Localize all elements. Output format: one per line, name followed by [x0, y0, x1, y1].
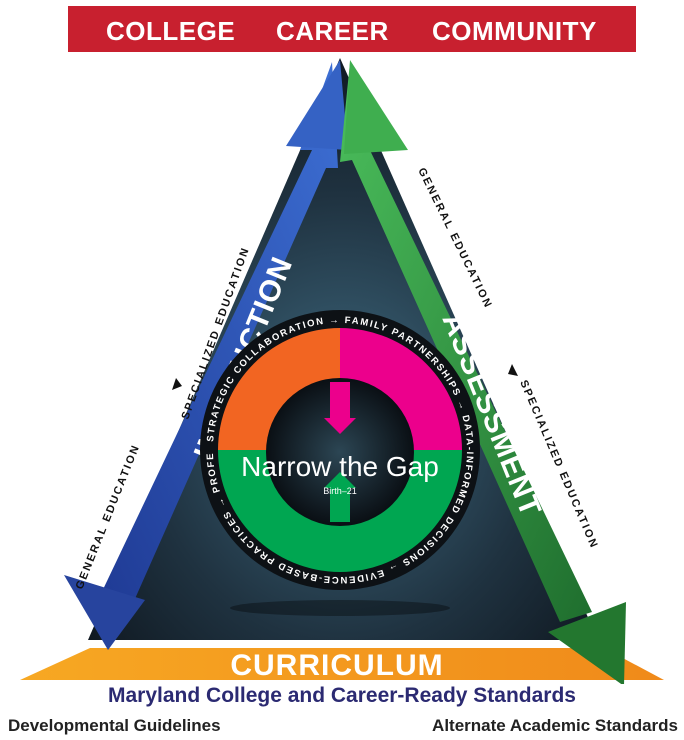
right-path-arrow-icon	[508, 364, 518, 376]
top-banner: COLLEGE CAREER COMMUNITY	[68, 6, 636, 52]
standards-title: Maryland College and Career-Ready Standa…	[108, 684, 576, 707]
banner-career: CAREER	[276, 16, 389, 46]
core-arrow-down	[324, 382, 356, 434]
left-path-arrow-icon	[172, 378, 182, 390]
curriculum-bar	[20, 648, 664, 680]
instruction-arrow-head-bottom	[64, 575, 145, 650]
alternate-standards-note: Alternate Academic Standards	[432, 716, 678, 735]
developmental-guidelines-note: Developmental Guidelines	[8, 716, 221, 735]
curriculum-label: CURRICULUM	[230, 649, 443, 682]
assessment-arrow-head-top	[344, 60, 408, 154]
banner-college: COLLEGE	[106, 16, 236, 46]
triangle-diagram: CURRICULUM INSTRUCTION ASSESSMENT SPECIA…	[20, 58, 664, 684]
emblem-shadow	[230, 600, 450, 616]
center-core	[266, 378, 414, 526]
center-subtitle: Birth–21	[323, 486, 357, 496]
assessment-arrow-head-bottom	[548, 602, 626, 684]
center-title: Narrow the Gap	[241, 451, 439, 482]
instruction-arrow-head-top	[286, 60, 348, 150]
assessment-arrow-band	[340, 62, 592, 622]
banner-community: COMMUNITY	[432, 16, 597, 46]
core-arrow-up	[324, 472, 356, 522]
path-arrows	[172, 364, 518, 390]
